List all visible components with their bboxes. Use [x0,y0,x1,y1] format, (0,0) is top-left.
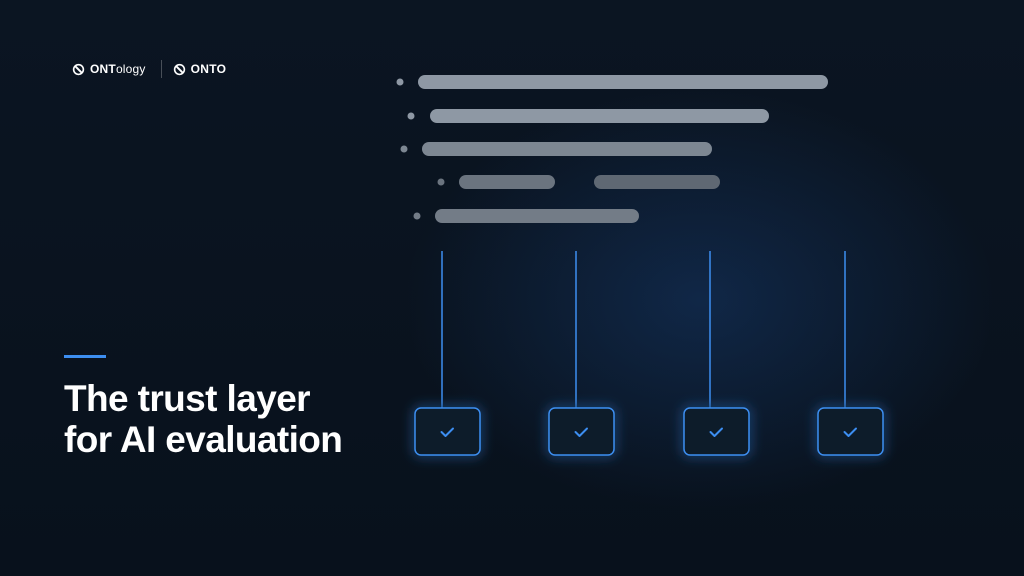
headline: The trust layer for AI evaluation [64,378,343,460]
text-line-bar [418,75,828,89]
headline-accent-line [64,355,106,358]
checkmark-icon [843,427,857,437]
text-line-bar [435,209,639,223]
onto-logo: ONTO [173,62,227,76]
check-box [683,407,750,456]
checkmark-icon [574,427,588,437]
text-line-bar [422,142,712,156]
text-line-bar [459,175,555,189]
brand-logos: ONTology ONTO [72,60,226,78]
ontology-logo-text: ONTology [90,62,146,76]
bullet-dot [400,145,408,153]
ontology-logo-icon [72,63,85,75]
check-box [414,407,481,456]
check-box [548,407,615,456]
text-lines [396,75,828,223]
checkmark-icon [440,427,454,437]
bullet-dot [396,78,404,86]
checkmark-icon [709,427,723,437]
bullet-dot [407,112,415,120]
connector-lines [441,251,846,408]
text-line-bar [430,109,769,123]
onto-logo-icon [173,63,185,75]
ontology-logo: ONTology [72,62,146,76]
check-boxes [414,407,884,456]
bullet-dot [413,212,421,220]
bullet-dot [437,178,445,186]
text-line-bar [594,175,720,189]
ontology-logo-prefix: ONT [90,62,116,76]
ontology-logo-suffix: ology [115,62,146,76]
onto-logo-text: ONTO [190,62,227,76]
logo-divider [160,60,162,78]
check-box [817,407,884,456]
